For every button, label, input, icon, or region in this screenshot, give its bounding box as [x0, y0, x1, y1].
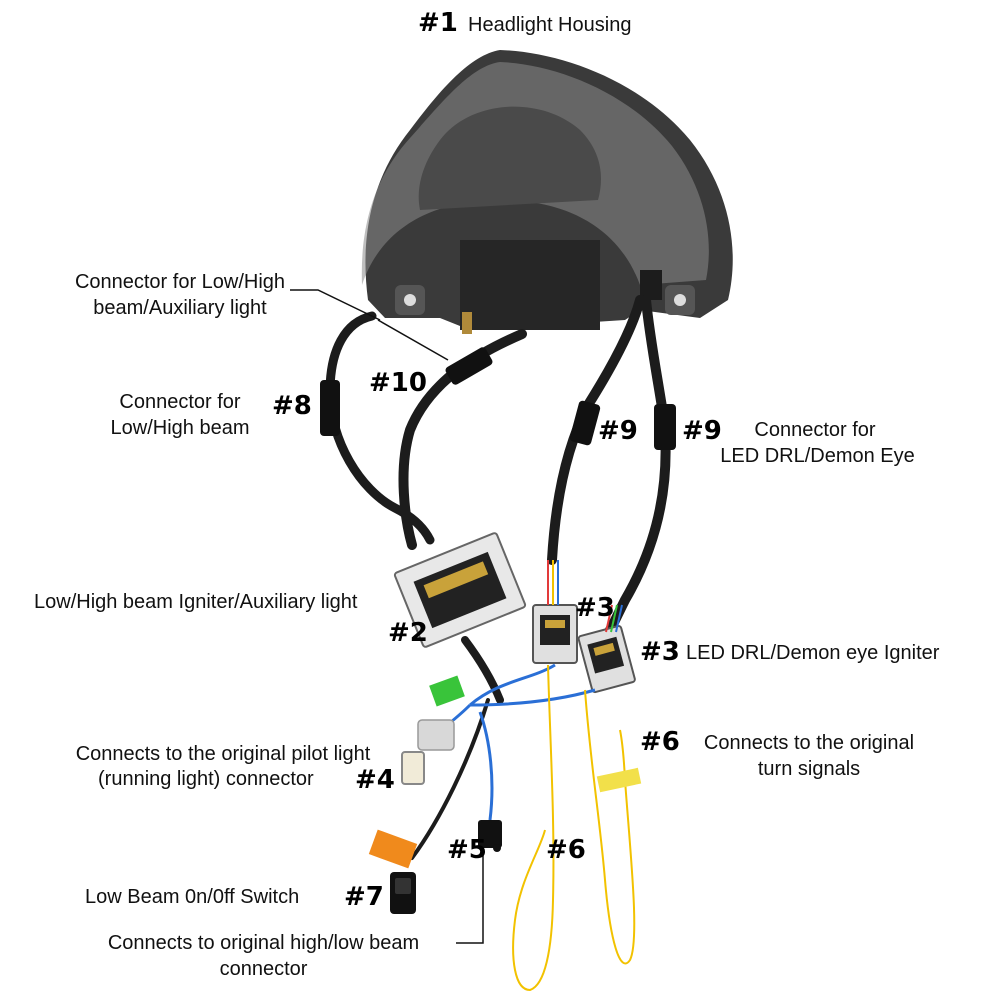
callout-6b-number: #6: [546, 835, 586, 865]
callout-7-number: #7: [344, 882, 384, 912]
orange-switch-tag: [368, 829, 418, 869]
beam-connector-line1: Connects to original high/low beam: [107, 932, 420, 954]
cable-igniter2-out: [461, 636, 504, 704]
cable-switch: [410, 698, 490, 860]
beam-connector-dot: [493, 844, 501, 852]
green-tag: [429, 675, 465, 707]
pilot-light-sleeve: [417, 719, 455, 751]
callout-1-number: #1: [418, 8, 458, 38]
beam-connector-line2: connector: [219, 958, 308, 980]
callout-3-top-number: #3: [575, 593, 615, 623]
pilot-light-line2: (running light) connector: [98, 768, 314, 790]
leader-lines: [290, 289, 484, 944]
drl-connector-line2: LED DRL/Demon Eye: [720, 445, 915, 467]
igniter-2: [393, 532, 527, 648]
low-high-igniter-text: Low/High beam Igniter/Auxiliary light: [34, 591, 358, 613]
yellow-wires: [512, 664, 636, 992]
callout-10-number: #10: [369, 368, 427, 398]
drl-connector-line1: Connector for: [754, 419, 876, 441]
low-high-aux-connector-line1: Connector for Low/High: [74, 271, 286, 293]
connector-10: [445, 347, 493, 385]
callout-2-number: #2: [388, 618, 428, 648]
headlight-housing: [361, 50, 733, 334]
turn-signals-line1: Connects to the original: [703, 732, 915, 754]
low-high-connector-line2: Low/High beam: [110, 417, 250, 439]
turn-signals-line2: turn signals: [757, 758, 861, 780]
low-high-connector-line1: Connector for: [119, 391, 241, 413]
callout-9-right-number: #9: [682, 416, 722, 446]
igniter-3a: [532, 604, 578, 664]
pilot-light-line1: Connects to the original pilot light: [75, 743, 371, 765]
pilot-light-plug: [401, 751, 425, 785]
connector-8: [320, 380, 340, 436]
yellow-label-tag: [596, 767, 642, 793]
callout-6-number: #6: [640, 727, 680, 757]
connector-9-left: [569, 400, 601, 446]
callout-9-left-number: #9: [598, 416, 638, 446]
callout-5-number: #5: [447, 835, 487, 865]
switch-text: Low Beam 0n/0ff Switch: [85, 886, 300, 908]
callout-3-number: #3: [640, 637, 680, 667]
cable-9-right: [601, 295, 671, 641]
onoff-switch-rocker: [395, 878, 411, 894]
callout-8-number: #8: [272, 391, 312, 421]
beam-connector-plug: [478, 820, 502, 848]
drl-igniter-text: LED DRL/Demon eye Igniter: [686, 642, 940, 664]
cable-8: [325, 311, 435, 545]
callout-4-number: #4: [355, 765, 395, 795]
colored-wires: [547, 560, 623, 633]
callout-1-text: Headlight Housing: [468, 14, 632, 36]
connector-9-right: [654, 404, 676, 450]
low-high-aux-connector-line2: beam/Auxiliary light: [93, 297, 267, 319]
igniter-3b: [577, 625, 636, 694]
